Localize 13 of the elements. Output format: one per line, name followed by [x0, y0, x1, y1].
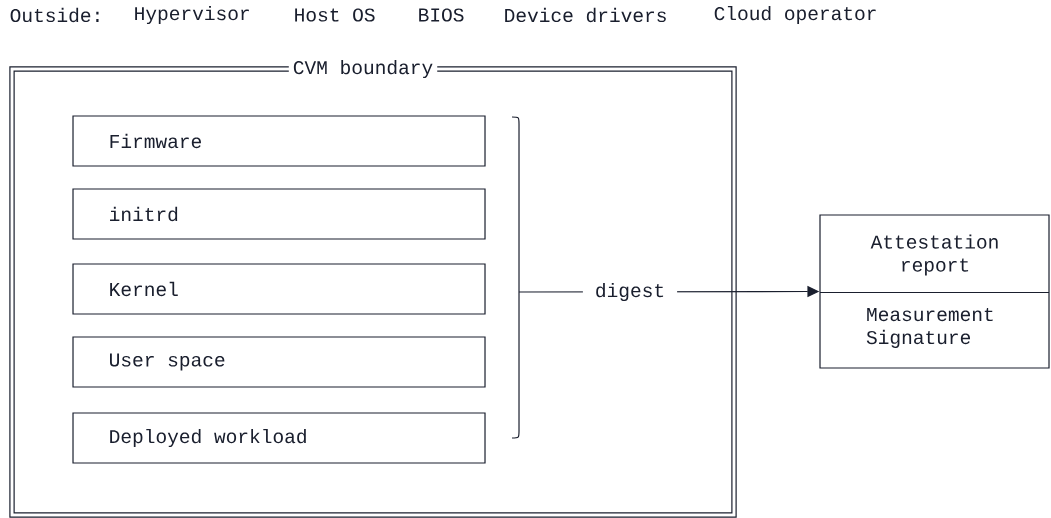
label-text: BIOS — [419, 8, 464, 22]
layer-box: initrd — [72, 188, 486, 240]
label-text: Hypervisor — [135, 5, 249, 25]
edge-label: digest — [582, 280, 678, 304]
layer-box: Kernel — [72, 263, 486, 315]
report-box: Attestation report Measurement Signature — [819, 214, 1050, 369]
label-text: Host OS — [295, 8, 375, 22]
label-text: Cloud operator — [714, 5, 876, 25]
label-text: Outside: — [10, 7, 99, 23]
label-text: Device drivers — [505, 7, 666, 23]
layer-box: Deployed workload — [72, 412, 486, 464]
layer-box: Firmware — [72, 115, 486, 167]
layer-box: User space — [72, 336, 486, 388]
